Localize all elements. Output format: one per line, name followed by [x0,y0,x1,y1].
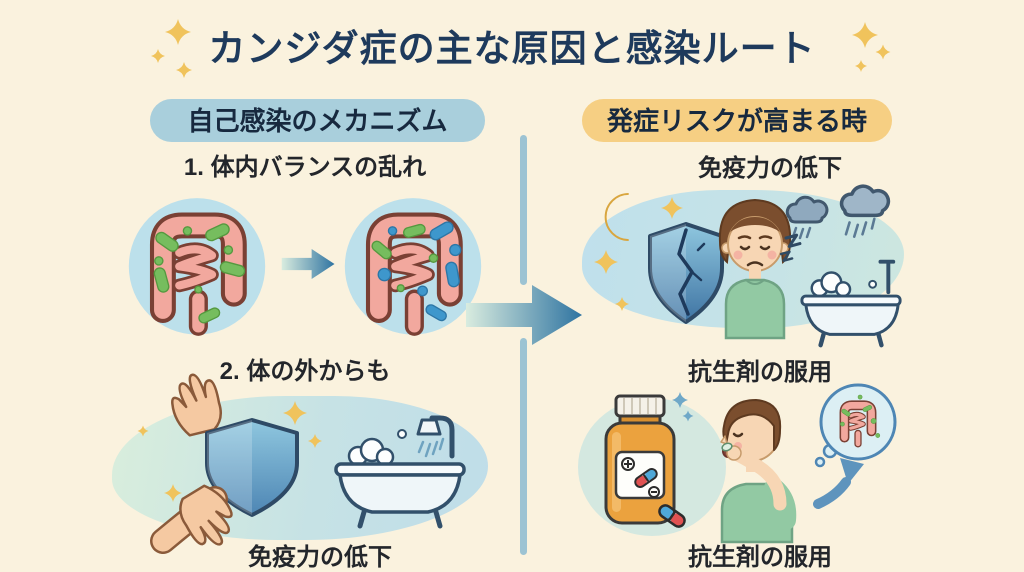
left-step2-label: 2. 体の外からも [219,358,391,385]
sparkle-icon [151,19,192,78]
capsule-icon [634,467,658,489]
left-step1-label: 1. 体内バランスの乱れ [183,154,427,181]
cracked-shield-icon [648,222,724,324]
right-item1-label: 免疫力の低下 [698,155,842,182]
gut-change-arrow-icon [281,249,335,279]
left-footer-label: 免疫力の低下 [248,544,392,571]
right-section-badge: 発症リスクが高まる時 [582,99,892,142]
person-taking-pill-icon [720,399,797,544]
pill-bottle-icon [604,392,694,528]
vertical-divider [520,338,527,555]
healthy-gut-icon [128,198,266,336]
arrow-up-icon [813,458,864,509]
hands-shield-icon [137,373,322,554]
sparkle-icon [672,392,694,422]
stress-marks-icon [779,233,802,262]
capsule-icon [658,504,686,528]
flow-arrow-icon [466,285,582,345]
moon-icon [604,192,629,242]
vertical-divider [520,135,527,285]
sparkle-icon [137,401,322,502]
gut-thought-bubble-icon [814,383,897,468]
bathtub-icon [800,259,902,348]
bathtub-shower-icon [334,415,466,529]
right-item2-label: 抗生剤の服用 [688,359,832,386]
sparkle-icon [594,197,683,311]
sparkle-icon [852,22,891,72]
storm-clouds-icon [779,184,891,262]
tired-person-icon [718,198,792,340]
imbalanced-gut-icon [344,198,482,336]
right-footer-label: 抗生剤の服用 [688,544,832,571]
left-section-badge: 自己感染のメカニズム [150,99,485,142]
page-title: カンジダ症の主な原因と感染ルート [208,28,816,69]
